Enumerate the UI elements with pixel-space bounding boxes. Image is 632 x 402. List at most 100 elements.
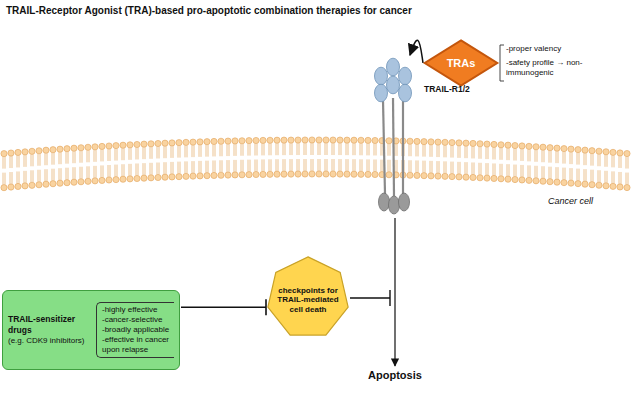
lipid-tail [136,163,137,175]
lipid-head [456,140,462,146]
lipid-tail [530,149,531,161]
lipid-tail [103,149,104,161]
lipid-tail [411,144,412,156]
lipid-tail [45,153,46,165]
lipid-tail [549,151,550,163]
lipid-tail [199,145,200,157]
lipid-head [435,173,441,179]
lipid-tail [570,152,571,164]
lipid-tail [318,159,319,171]
lipid-tail [446,145,447,157]
lipid-head [575,181,581,187]
lipid-tail [628,173,629,185]
diamond-outline [425,40,498,85]
inhibit-bar [265,299,267,315]
lipid-tail [229,160,230,172]
lipid-head [134,175,140,181]
lipid-tail [306,143,307,155]
lipid-head [596,182,602,188]
lipid-tail [542,150,543,162]
lipid-tail [614,171,615,183]
lipid-tail [381,144,382,156]
lipid-head [190,139,196,145]
lipid-head [386,138,392,144]
lipid-tail [73,151,74,163]
lipid-head [561,146,567,152]
lipid-head [414,172,420,178]
lipid-tail [376,143,377,155]
lipid-head [470,140,476,146]
lipid-head [288,171,294,177]
lipid-tail [10,156,11,168]
lipid-head [169,140,175,146]
lipid-tail [332,159,333,171]
lipid-tail [243,160,244,172]
lipid-tail [66,152,67,164]
lipid-tail [542,166,543,178]
lipid-head [295,171,301,177]
lipid-tail [558,167,559,179]
lipid-head [106,143,112,149]
lipid-tail [75,167,76,179]
lipid-tail [537,166,538,178]
lipid-tail [222,160,223,172]
lipid-tail [556,167,557,179]
lipid-tail [54,169,55,181]
lipid-tail [367,143,368,155]
lipid-head [57,146,63,152]
lipid-head [267,171,273,177]
lipid-tail [626,157,627,169]
lipid-tail [136,147,137,159]
lipid-tail [411,160,412,172]
lipid-head [183,173,189,179]
lipid-tail [439,161,440,173]
lipid-head [8,184,14,190]
lipid-tail [479,147,480,159]
receptor-domain [399,84,412,102]
lipid-tail [26,171,27,183]
lipid-head [162,140,168,146]
lipid-tail [19,155,20,167]
lipid-tail [493,163,494,175]
lipid-tail [241,144,242,156]
lipid-tail [208,145,209,157]
list-item: -highly effective [102,305,174,315]
lipid-tail [255,160,256,172]
lipid-tail [381,160,382,172]
lipid-head [134,141,140,147]
property-note: -proper valency [506,44,630,54]
lipid-head [43,181,49,187]
lipid-tail [341,159,342,171]
lipid-tail [220,144,221,156]
lipid-tail [68,152,69,164]
lipid-tail [325,159,326,171]
lipid-tail [94,166,95,178]
lipid-tail [173,146,174,158]
lipid-tail [236,144,237,156]
lipid-tail [283,159,284,171]
lipid-tail [255,144,256,156]
lipid-tail [17,155,18,167]
lipid-tail [96,150,97,162]
lipid-tail [248,160,249,172]
lipid-head [582,181,588,187]
lipid-tail [257,160,258,172]
lipid-tail [178,146,179,158]
lipid-tail [584,153,585,165]
lipid-head [36,148,42,154]
lipid-head [99,143,105,149]
lipid-tail [593,170,594,182]
lipid-head [148,175,154,181]
lipid-tail [171,162,172,174]
lipid-tail [439,145,440,157]
lipid-tail [201,161,202,173]
lipid-tail [311,159,312,171]
lipid-tail [579,169,580,181]
lipid-head [309,137,315,143]
lipid-head [610,149,616,155]
lipid-tail [416,160,417,172]
receptor: TRAIL-R1/2 [368,54,418,104]
lipid-tail [24,171,25,183]
lipid-tail [516,165,517,177]
lipid-head [113,143,119,149]
